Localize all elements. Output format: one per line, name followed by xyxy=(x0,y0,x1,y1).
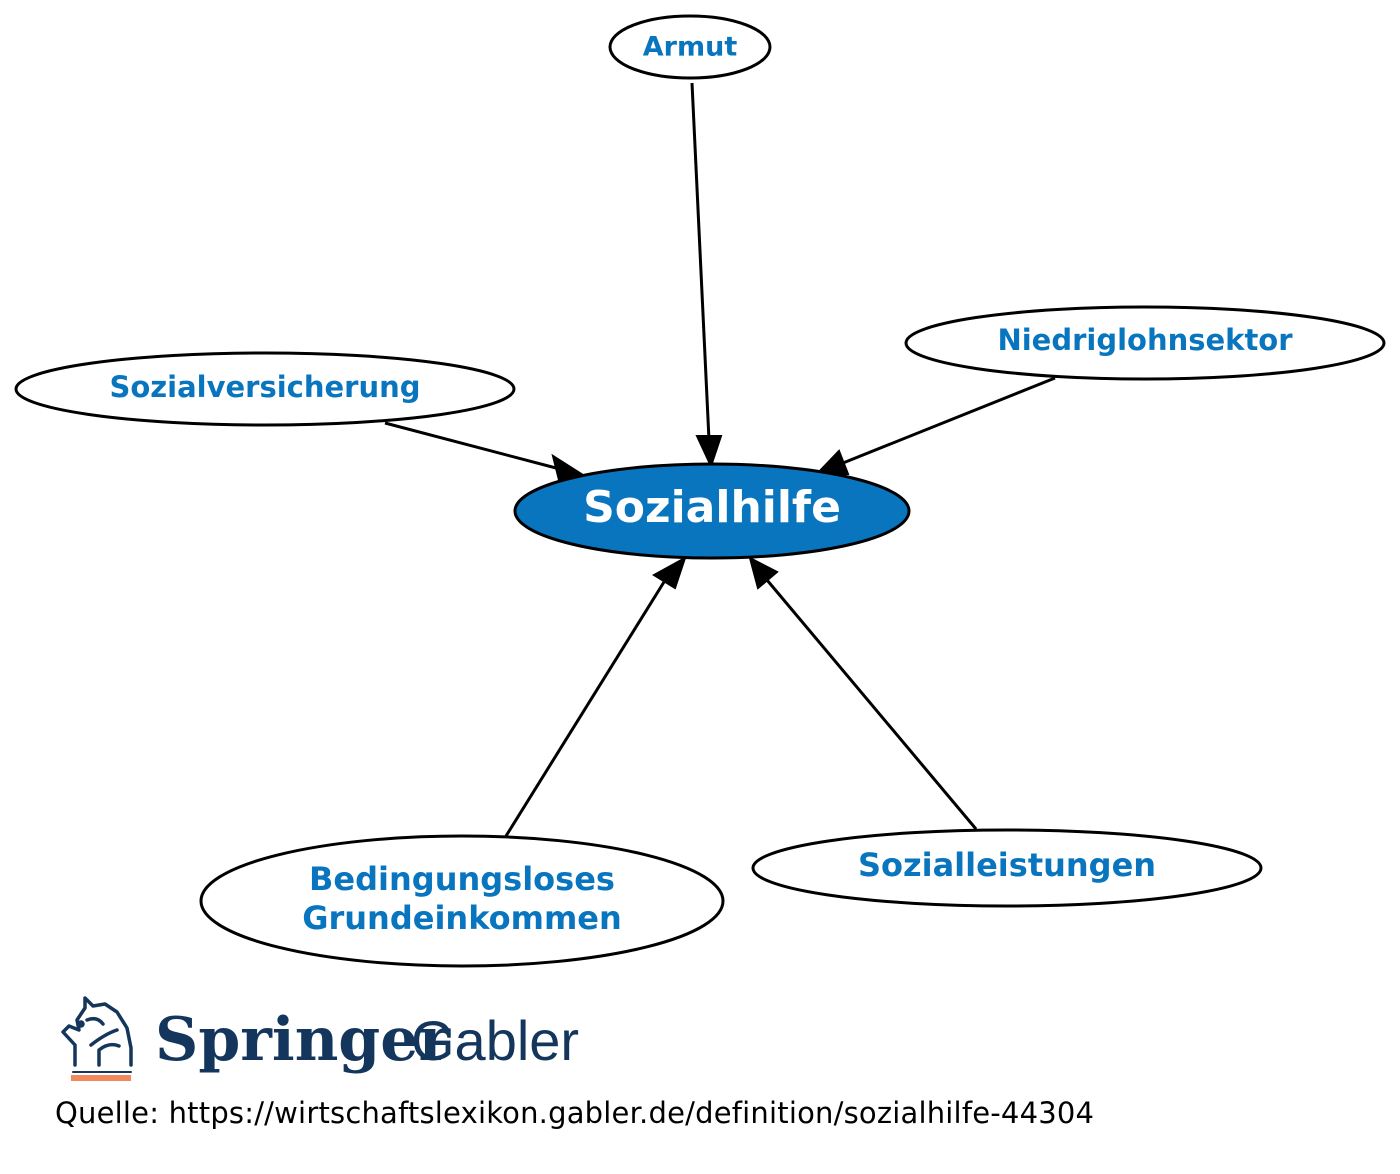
edge-arrowhead-sozialleistungen xyxy=(748,556,779,590)
edge-arrowhead-bge xyxy=(652,555,687,590)
edge-sozialversicherung-to-sozialhilfe xyxy=(384,421,557,470)
logo-underline xyxy=(71,1075,131,1081)
node-sozialleistungen[interactable]: Sozialleistungen xyxy=(751,828,1263,908)
node-bge-label-line1[interactable]: Bedingungsloses xyxy=(309,860,615,898)
node-sozialversicherung-label[interactable]: Sozialversicherung xyxy=(109,370,420,404)
logo-springer-text: Springer xyxy=(155,1005,451,1075)
node-niedriglohnsektor-label[interactable]: Niedriglohnsektor xyxy=(997,323,1293,357)
node-sozialleistungen-shape xyxy=(751,828,1263,908)
edges xyxy=(384,82,1056,837)
node-niedriglohnsektor[interactable]: Niedriglohnsektor xyxy=(904,305,1386,381)
node-sozialleistungen-label[interactable]: Sozialleistungen xyxy=(858,846,1156,884)
node-sozialversicherung[interactable]: Sozialversicherung xyxy=(14,351,516,427)
node-armut-shape xyxy=(608,14,772,80)
edge-armut-to-sozialhilfe xyxy=(690,82,711,441)
node-bedingungsloses-grundeinkommen[interactable]: Bedingungsloses Grundeinkommen xyxy=(199,834,725,968)
concept-map: Armut Niedriglohnsektor Sozialversicheru… xyxy=(14,14,1386,968)
center-node-label: Sozialhilfe xyxy=(583,482,841,533)
edge-sozialleistungen-to-sozialhilfe xyxy=(765,579,978,830)
edge-bge-to-sozialhilfe xyxy=(504,581,666,837)
node-bge-label-line2[interactable]: Grundeinkommen xyxy=(302,899,622,937)
center-node-shape xyxy=(513,462,911,560)
node-armut-label[interactable]: Armut xyxy=(643,32,738,63)
node-bge-shape xyxy=(199,834,725,968)
node-center-sozialhilfe: Sozialhilfe xyxy=(513,462,911,560)
node-niedriglohnsektor-shape xyxy=(904,305,1386,381)
logo-gabler-text: Gabler xyxy=(411,1009,579,1072)
node-armut[interactable]: Armut xyxy=(608,14,772,80)
edge-arrowhead-armut xyxy=(695,435,723,469)
node-sozialversicherung-shape xyxy=(14,351,516,427)
edge-niedriglohnsektor-to-sozialhilfe xyxy=(842,376,1056,465)
source-citation: Quelle: https://wirtschaftslexikon.gable… xyxy=(55,1096,1095,1130)
springer-gabler-logo[interactable]: Springer Gabler xyxy=(55,990,655,1090)
knight-horse-icon xyxy=(61,996,133,1073)
